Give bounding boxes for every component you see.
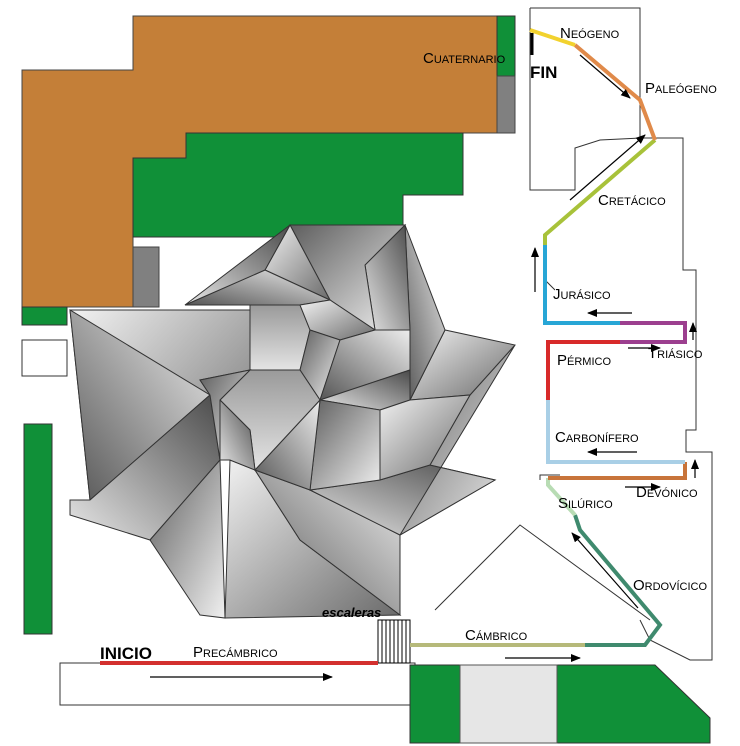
- green-area-south-1: [409, 664, 461, 744]
- label-neogeno: Neógeno: [560, 25, 620, 42]
- path-paleogeno: [573, 43, 657, 141]
- light-gray-plaza: [459, 664, 558, 744]
- gray-block-west: [132, 246, 160, 308]
- arrow-paleogeno: [579, 54, 631, 99]
- label-cretacico: Cretácico: [598, 192, 666, 209]
- gray-block-ne: [496, 75, 516, 134]
- green-strip-southwest: [23, 423, 53, 635]
- path-jurasico: [543, 245, 620, 325]
- stairs: [377, 619, 411, 664]
- label-permico: Pérmico: [557, 352, 611, 369]
- green-area-south-2: [556, 664, 711, 744]
- green-areas: [21, 15, 711, 744]
- green-strip-west: [21, 306, 68, 326]
- entrance-walkway-outline: [59, 662, 416, 706]
- path-permico: [546, 340, 620, 400]
- path-neogeno: [529, 28, 576, 47]
- path-triasico: [620, 321, 687, 344]
- start-label: INICIO: [100, 644, 152, 663]
- path-devonico: [548, 462, 687, 480]
- timeline-path: [100, 28, 687, 665]
- arrow-cretacico: [569, 134, 646, 201]
- green-area-north: [132, 132, 464, 238]
- label-carbonifero: Carbonífero: [555, 429, 639, 446]
- path-ordovicico: [573, 514, 663, 647]
- north-wall-outline: [529, 8, 641, 191]
- label-triasico: Triásico: [648, 345, 703, 362]
- end-label: FIN: [530, 63, 557, 82]
- label-paleogeno: Paleógeno: [645, 80, 717, 97]
- arrow-ordovicico: [571, 532, 639, 609]
- path-carbonifero: [546, 400, 685, 464]
- west-annex-outline: [21, 339, 68, 377]
- label-devonico: Devónico: [636, 484, 698, 501]
- label-silurico: Silúrico: [558, 495, 613, 512]
- gray-blocks: [132, 75, 516, 308]
- label-ordovicico: Ordovícico: [633, 577, 707, 594]
- path-cretacico: [543, 138, 657, 245]
- label-cambrico: Cámbrico: [465, 627, 528, 644]
- north-building-outline: [530, 7, 641, 138]
- label-jurasico: Jurásico: [553, 286, 611, 303]
- label-precambrico: Precámbrico: [193, 644, 278, 661]
- octagonal-pyramid-building: [69, 223, 516, 619]
- stairs-label: escaleras: [322, 605, 381, 620]
- silurico-corner-outline: [539, 474, 560, 480]
- label-cuaternario: Cuaternario: [423, 50, 506, 67]
- path-silurico: [546, 478, 577, 517]
- east-wall-outline: [639, 137, 713, 661]
- direction-arrows: [150, 54, 699, 681]
- cambrico-plaza-outline: [434, 524, 651, 621]
- green-strip-ne: [496, 15, 516, 77]
